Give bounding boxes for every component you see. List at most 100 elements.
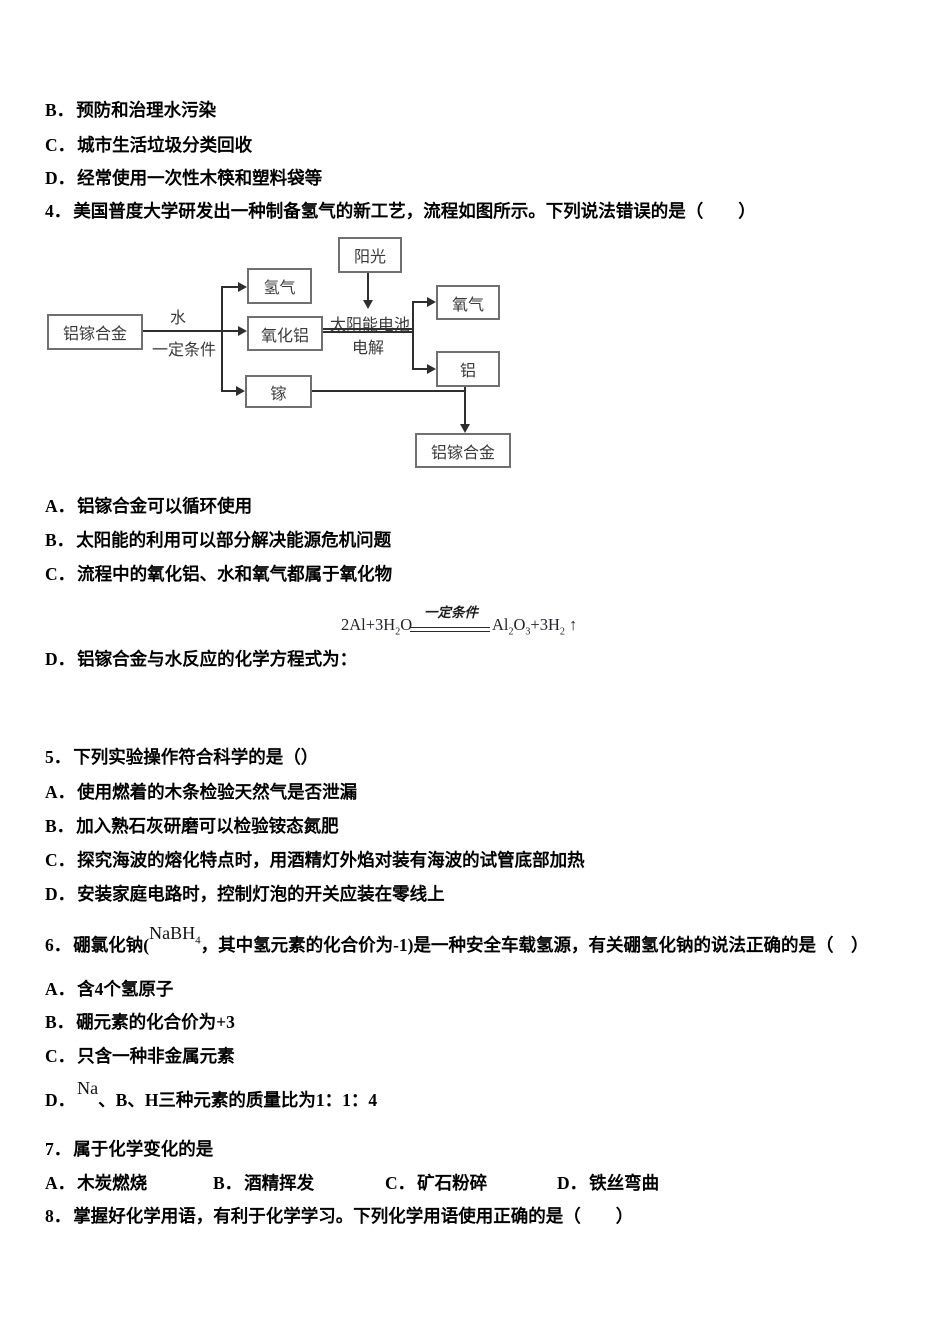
arrow-right-icon	[238, 326, 247, 336]
option-label: D．	[557, 1173, 588, 1193]
chemical-formula: NaBH4	[149, 923, 201, 947]
equation-double-line	[410, 627, 490, 632]
option-label: C．	[45, 135, 76, 155]
option-text: 、B、H三种元素的质量比为1：1：4	[98, 1090, 378, 1110]
option-label: B．	[45, 530, 75, 550]
question-text-post: ，其中氢元素的化合价为-1)是一种安全车载氢源，有关硼氢化钠的说法正确的是（ ）	[200, 935, 869, 955]
option-text: 只含一种非金属元素	[77, 1046, 235, 1066]
chemical-formula: Na	[77, 1078, 99, 1098]
option-text: 城市生活垃圾分类回收	[77, 135, 253, 155]
flow-box-gallium: 镓	[245, 375, 312, 408]
option-label: C．	[385, 1173, 416, 1193]
option-label: B．	[45, 1012, 75, 1032]
option-line: D．Na、B、H三种元素的质量比为1：1：4	[45, 1078, 378, 1112]
option-text: 含4个氢原子	[77, 979, 174, 999]
option-label: A．	[45, 496, 76, 516]
flow-label-water: 水	[169, 310, 186, 327]
flow-box-sunlight: 阳光	[338, 237, 402, 273]
option-inline: C．矿石粉碎	[385, 1173, 487, 1195]
arrow-right-icon	[238, 282, 247, 292]
option-label: A．	[45, 782, 76, 802]
question-text-pre: 硼氯化钠(	[73, 935, 150, 955]
option-inline: B．酒精挥发	[213, 1173, 314, 1195]
question-number: 8．	[45, 1206, 72, 1226]
option-line: D．安装家庭电路时，控制灯泡的开关应装在零线上	[45, 884, 445, 906]
option-inline: A．木炭燃烧	[45, 1173, 147, 1195]
question-text: 美国普度大学研发出一种制备氢气的新工艺，流程如图所示。下列说法错误的是（ ）	[73, 201, 756, 221]
flow-label-electrolysis: 电解	[351, 340, 384, 357]
option-label: B．	[45, 816, 75, 836]
option-text: 木炭燃烧	[77, 1173, 148, 1193]
option-text: 铝镓合金与水反应的化学方程式为：	[77, 649, 358, 669]
arrow-right-icon	[236, 386, 245, 396]
arrow-down-icon	[460, 424, 470, 433]
option-label: A．	[45, 979, 76, 999]
flow-label-condition: 一定条件	[151, 342, 216, 359]
flow-line	[464, 387, 466, 425]
option-line: D．经常使用一次性木筷和塑料袋等	[45, 168, 322, 190]
option-label: D．	[45, 649, 76, 669]
question-number: 5．	[45, 747, 72, 767]
question-stem: 8．掌握好化学用语，有利于化学学习。下列化学用语使用正确的是（ ）	[45, 1206, 633, 1228]
option-line: B．硼元素的化合价为+3	[45, 1012, 235, 1034]
flow-line	[143, 330, 238, 332]
option-label: D．	[45, 884, 76, 904]
option-line: A．含4个氢原子	[45, 979, 173, 1001]
option-line: B．预防和治理水污染	[45, 100, 216, 122]
flow-line	[312, 390, 466, 392]
flow-box-hydrogen: 氢气	[247, 268, 312, 304]
arrow-right-icon	[427, 364, 436, 374]
question-text: 掌握好化学用语，有利于化学学习。下列化学用语使用正确的是（ ）	[73, 1206, 634, 1226]
option-label: C．	[45, 850, 76, 870]
option-line: A．使用燃着的木条检验天然气是否泄漏	[45, 782, 357, 804]
flow-box-alloy-left: 铝镓合金	[47, 314, 143, 350]
question-stem: 6．硼氯化钠(NaBH4，其中氢元素的化合价为-1)是一种安全车载氢源，有关硼氢…	[45, 923, 869, 960]
option-text: 预防和治理水污染	[76, 100, 217, 120]
flow-line	[412, 301, 414, 370]
question-stem: 4．美国普度大学研发出一种制备氢气的新工艺，流程如图所示。下列说法错误的是（ ）	[45, 201, 756, 223]
question-number: 4．	[45, 201, 72, 221]
option-label: B．	[213, 1173, 243, 1193]
equation-condition: 一定条件	[424, 605, 478, 620]
equation-rhs: Al2O3+3H2 ↑	[492, 615, 578, 638]
question-text: 下列实验操作符合科学的是（）	[73, 747, 319, 767]
option-text: 矿石粉碎	[417, 1173, 488, 1193]
question-text: 属于化学变化的是	[73, 1139, 214, 1159]
flow-box-alumina: 氧化铝	[247, 316, 323, 351]
option-text: 经常使用一次性木筷和塑料袋等	[77, 168, 323, 188]
flow-line	[221, 286, 223, 392]
option-label: C．	[45, 1046, 76, 1066]
flow-line	[412, 368, 427, 370]
option-line: C．只含一种非金属元素	[45, 1046, 235, 1068]
option-line: C．城市生活垃圾分类回收	[45, 135, 252, 157]
option-text: 酒精挥发	[244, 1173, 315, 1193]
question-stem: 5．下列实验操作符合科学的是（）	[45, 747, 318, 769]
option-label: D．	[45, 168, 76, 188]
flow-line	[367, 273, 369, 301]
flow-double-line	[323, 328, 414, 333]
option-text: 铁丝弯曲	[589, 1173, 660, 1193]
option-label: D．	[45, 1090, 76, 1110]
option-label: C．	[45, 564, 76, 584]
option-text: 硼元素的化合价为+3	[76, 1012, 235, 1032]
flow-box-alloy-bottom: 铝镓合金	[415, 433, 511, 468]
flow-line	[412, 301, 427, 303]
equation-lhs: 2Al+3H2O	[341, 615, 413, 638]
option-line: B．加入熟石灰研磨可以检验铵态氮肥	[45, 816, 339, 838]
option-line: A．铝镓合金可以循环使用	[45, 496, 252, 518]
question-stem: 7．属于化学变化的是	[45, 1139, 213, 1161]
arrow-right-icon	[427, 297, 436, 307]
option-text: 使用燃着的木条检验天然气是否泄漏	[77, 782, 358, 802]
option-line: D．铝镓合金与水反应的化学方程式为：	[45, 649, 357, 671]
option-text: 太阳能的利用可以部分解决能源危机问题	[76, 530, 392, 550]
question-number: 6．	[45, 935, 72, 955]
option-inline: D．铁丝弯曲	[557, 1173, 659, 1195]
option-text: 铝镓合金可以循环使用	[77, 496, 253, 516]
option-line: B．太阳能的利用可以部分解决能源危机问题	[45, 530, 391, 552]
question-number: 7．	[45, 1139, 72, 1159]
option-label: A．	[45, 1173, 76, 1193]
flow-box-aluminum: 铝	[436, 351, 500, 387]
option-text: 流程中的氧化铝、水和氧气都属于氧化物	[77, 564, 393, 584]
flow-line	[221, 390, 236, 392]
